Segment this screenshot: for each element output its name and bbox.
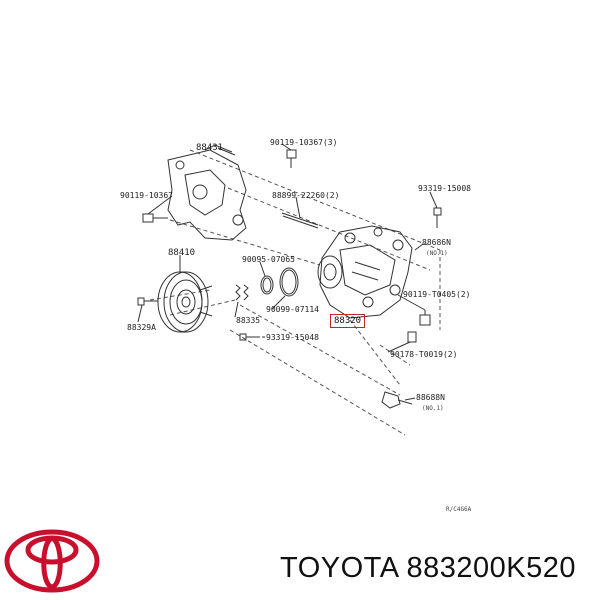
label-88899-22260-2: 88899-22260(2) (272, 191, 340, 200)
label-93319-15048: 93319-15048 (266, 333, 319, 342)
bolt-93319-15008 (433, 207, 442, 228)
label-88431: 88431 (196, 143, 224, 153)
brand-part-number: TOYOTA 883200K520 (280, 552, 577, 584)
label-93319-15008: 93319-15008 (418, 184, 471, 193)
label-88688n: 88688N (416, 393, 445, 402)
toyota-logo-icon (4, 529, 100, 593)
label-88688n-sub: (NO.1) (422, 405, 444, 412)
compressor-88320 (317, 225, 413, 319)
o-ring-90099 (279, 267, 299, 297)
pulley-88410 (157, 271, 213, 333)
bolt-90178-t0019 (407, 331, 417, 343)
label-90178-t0019-2: 90178-T0019(2) (390, 350, 458, 359)
bolt-88329a (137, 297, 158, 306)
clip-88335 (235, 284, 249, 301)
bolt-93319-15048 (239, 333, 260, 341)
sensor-88688n (381, 391, 413, 409)
label-90119-t0405-2: 90119-T0405(2) (403, 290, 471, 299)
bolt-90119-t0405 (419, 310, 431, 326)
bracket-88431 (167, 144, 247, 241)
label-90095-07065: 90095-07065 (242, 255, 295, 264)
o-ring-90095 (260, 275, 274, 295)
label-90119-10367-3: 90119-10367(3) (270, 138, 338, 147)
bolt-90119 (142, 213, 168, 223)
diagram-drawing (137, 143, 442, 436)
label-88329a: 88329A (127, 323, 156, 332)
label-88320-highlighted: 88320 (330, 314, 366, 328)
label-90099-07114: 90099-07114 (266, 305, 319, 314)
label-90119-10367: 90119-10367 (120, 191, 173, 200)
bolt-90119-3 (286, 149, 297, 168)
label-88410: 88410 (168, 248, 196, 258)
label-88335: 88335 (236, 316, 261, 325)
stud-88899 (281, 212, 319, 229)
label-88686n-sub: (NO.1) (426, 250, 448, 257)
label-reference-code: R/C4G6A (446, 506, 472, 513)
label-88686n: 88686N (422, 238, 451, 247)
